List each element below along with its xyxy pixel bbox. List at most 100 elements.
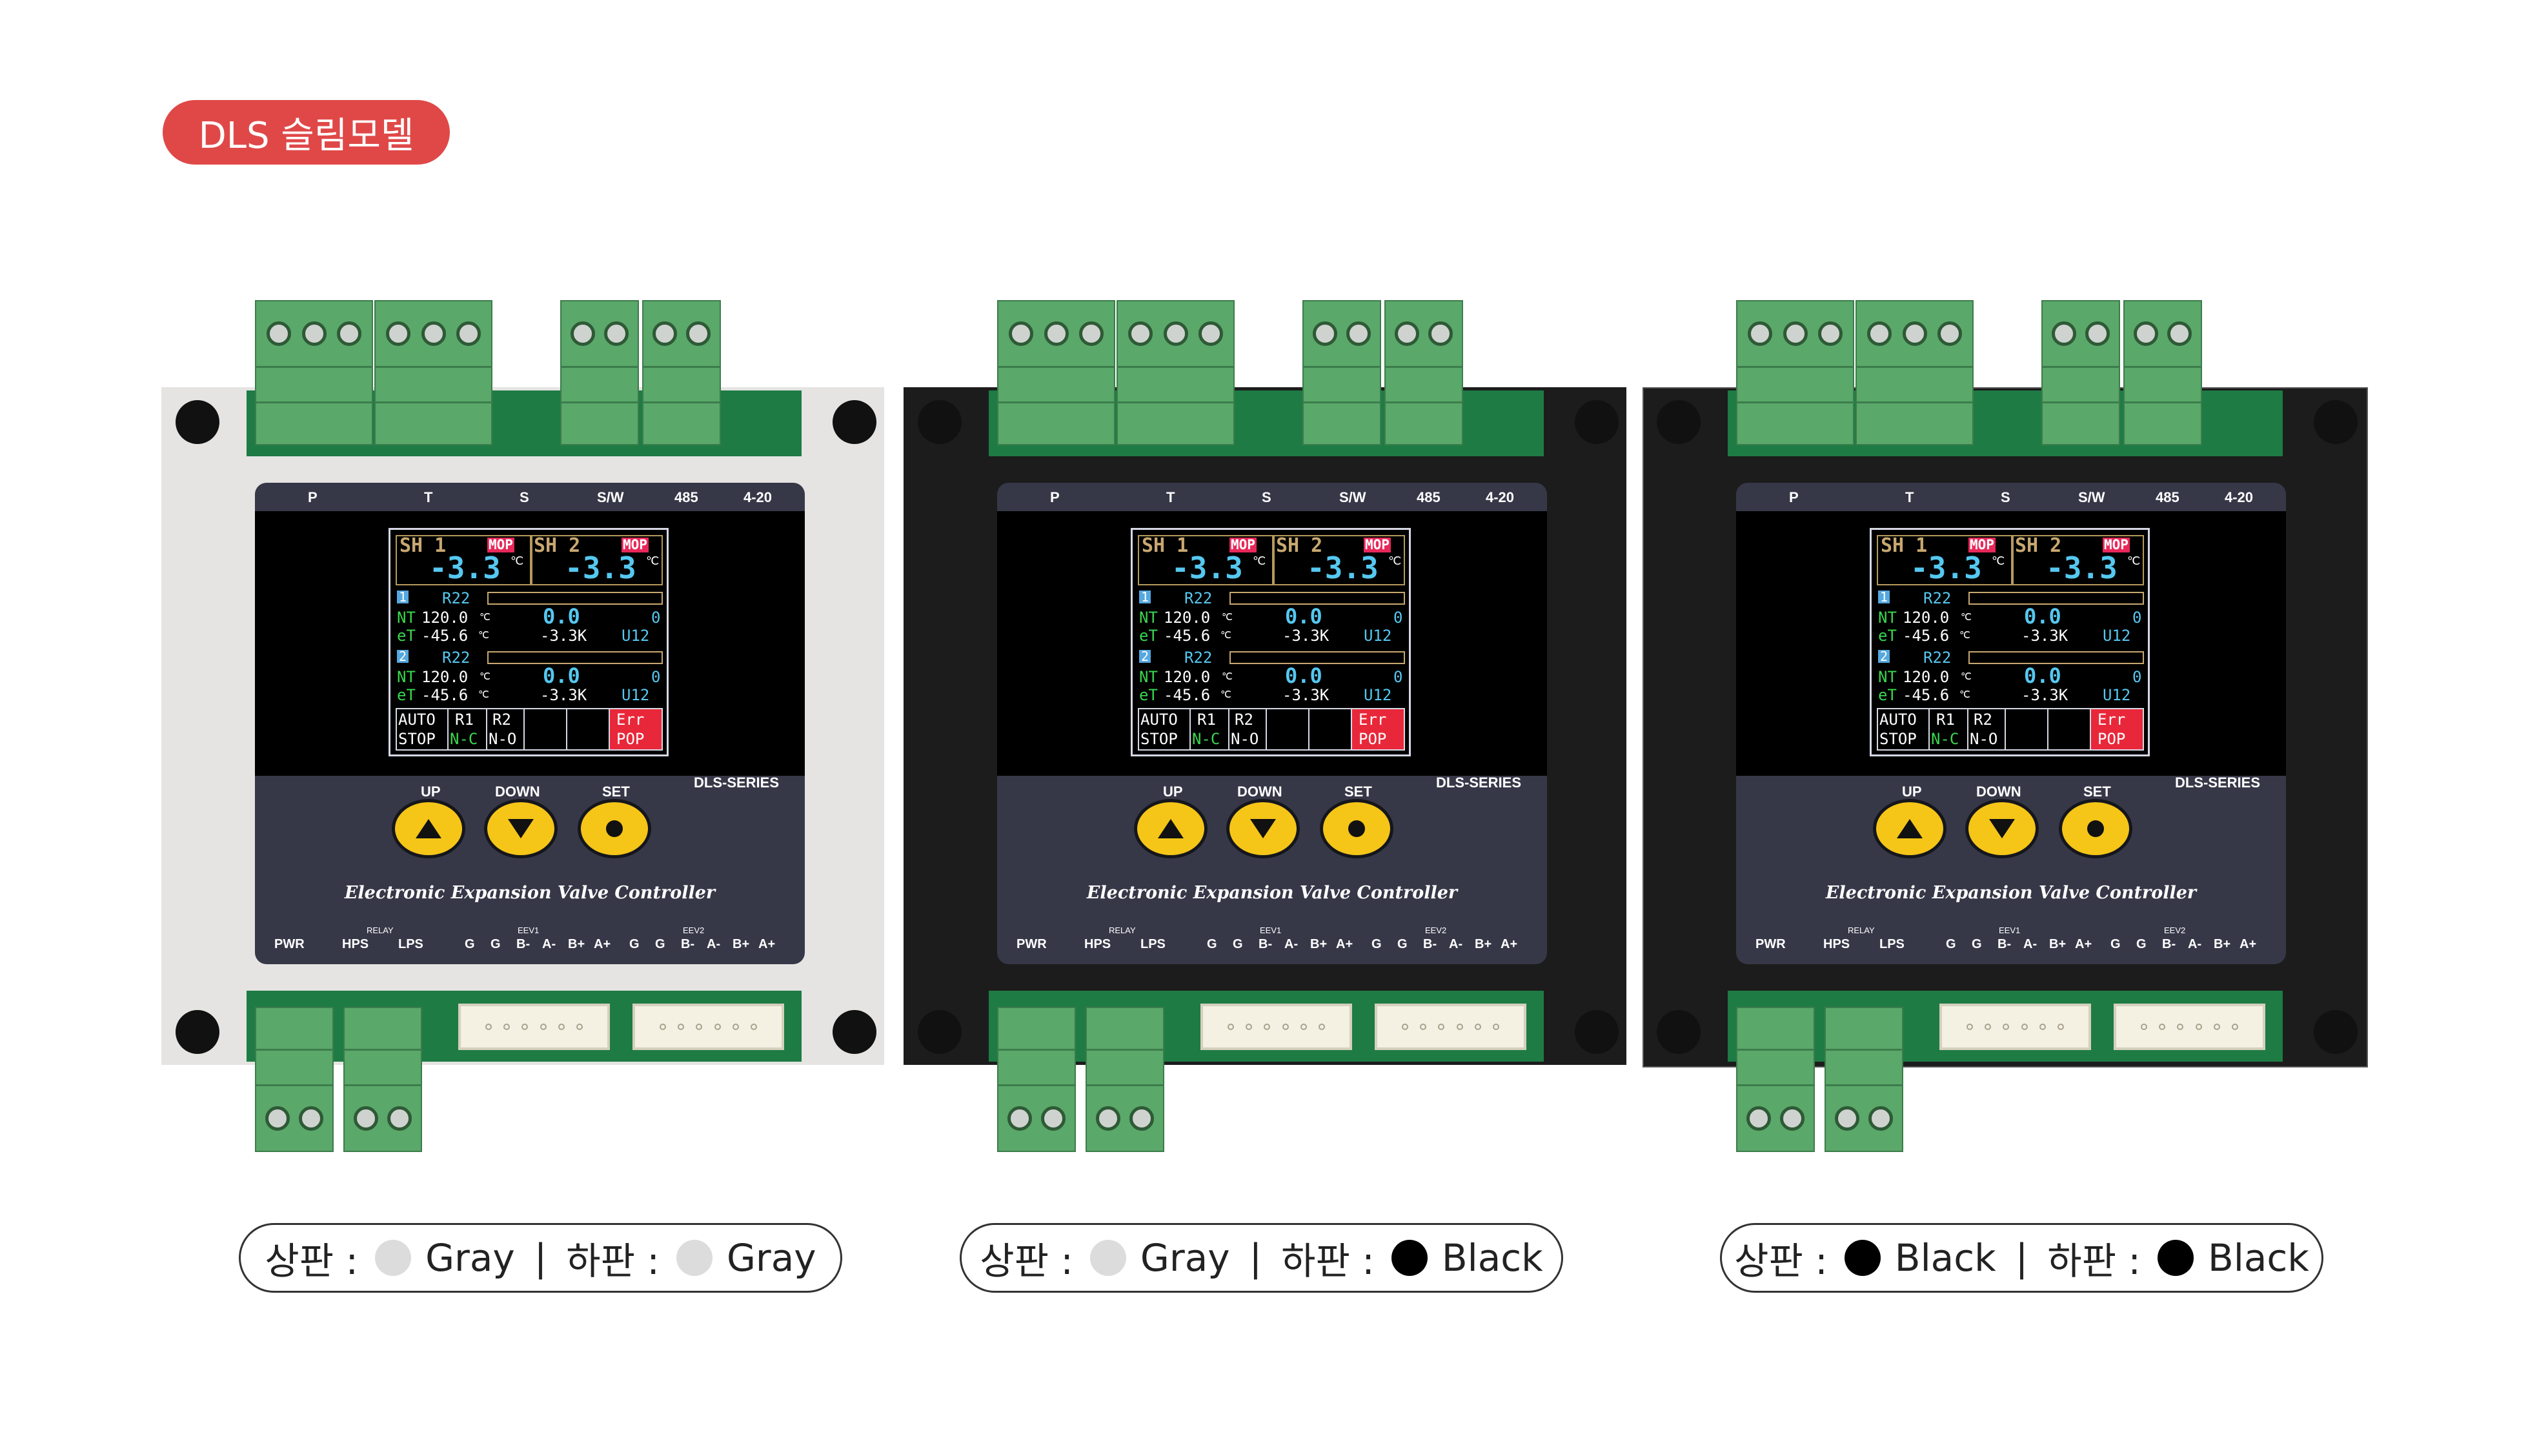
product-name: Electronic Expansion Valve Controller	[344, 883, 716, 903]
screw-icon	[2167, 321, 2192, 346]
pin-label: G	[1972, 937, 1982, 951]
screw-icon	[1428, 321, 1453, 346]
lcd-stop: STOP	[1879, 730, 1917, 748]
lcd-nc: N-C	[450, 730, 478, 748]
screw-icon	[1009, 321, 1034, 346]
lcd-mop-badge: MOP	[1968, 537, 1996, 552]
terminal-block-top	[1384, 300, 1463, 445]
lcd-r2: R2	[1235, 711, 1253, 729]
pin-label: A+	[1336, 937, 1353, 951]
lcd-zero-1: 0	[1393, 609, 1403, 627]
lcd-sh2: SH 2	[1276, 534, 1323, 557]
screw-icon	[387, 1106, 412, 1131]
upper-color-swatch	[1089, 1240, 1126, 1276]
port-label-sw: S/W	[1339, 489, 1366, 505]
color-option-caption: 상판 : Gray | 하판 : Black	[960, 1223, 1563, 1293]
lcd-et-2: eT	[1878, 686, 1897, 704]
port-label-p: P	[1789, 489, 1799, 505]
lcd-display: SH 1 MOP SH 2 MOP -3.3 ℃ -3.3 ℃ 1 R22 NT…	[1870, 528, 2150, 756]
screw-icon	[1746, 1106, 1771, 1131]
lcd-err: Err	[2098, 711, 2126, 729]
lcd-zero-1: 0	[651, 609, 661, 627]
upper-color-name: Gray	[1140, 1236, 1230, 1280]
lcd-nt-1: NT	[1139, 609, 1158, 627]
lcd-sh1-value: -3.3	[1171, 551, 1243, 585]
lcd-valve-1: 0.0	[2024, 604, 2061, 629]
lcd-sh1: SH 1	[1881, 534, 1928, 557]
port-labels: P T S S/W 485 4-20	[1736, 483, 2286, 511]
mount-hole	[1575, 400, 1619, 444]
lcd-sh1-value: -3.3	[1910, 551, 1982, 585]
hps-label: HPS	[1084, 937, 1111, 951]
lcd-r2: R2	[492, 711, 511, 729]
screw-icon	[1313, 321, 1337, 346]
lcd-r1: R1	[455, 711, 474, 729]
down-button[interactable]	[484, 799, 558, 858]
lcd-sh1-value: -3.3	[429, 551, 501, 585]
lcd-c-unit: ℃	[478, 629, 489, 641]
set-button[interactable]	[2059, 799, 2132, 858]
connector-eev1	[1939, 1004, 2091, 1050]
lcd-et-value-1: -45.6	[1164, 627, 1211, 645]
lcd-r1: R1	[1197, 711, 1216, 729]
pwr-label: PWR	[1755, 937, 1786, 951]
pin-label: B-	[516, 937, 531, 951]
lcd-valve-1: 0.0	[1285, 604, 1322, 629]
lower-case-label: 하판 :	[2047, 1239, 2141, 1283]
screw-icon	[1044, 321, 1069, 346]
lcd-u-1: U12	[2103, 627, 2131, 645]
screw-icon	[1937, 321, 1962, 346]
down-button[interactable]	[1965, 799, 2039, 858]
screw-icon	[1163, 321, 1188, 346]
color-option-caption: 상판 : Gray | 하판 : Gray	[239, 1223, 842, 1293]
down-button[interactable]	[1226, 799, 1300, 858]
lcd-c-unit: ℃	[1961, 611, 1972, 623]
lps-label: LPS	[1140, 937, 1166, 951]
pin-label: B-	[1423, 937, 1437, 951]
screw-icon	[1867, 321, 1892, 346]
series-label: DLS-SERIES	[1436, 774, 1522, 791]
screw-icon	[1007, 1106, 1032, 1131]
lcd-unit: ℃	[1388, 554, 1402, 568]
upper-case-label: 상판 :	[1734, 1239, 1828, 1283]
terminal-block-top	[2123, 300, 2202, 445]
screw-icon	[2134, 321, 2158, 346]
series-label: DLS-SERIES	[694, 774, 780, 791]
port-label-t: T	[424, 489, 433, 505]
lcd-ref-2: R22	[442, 649, 470, 667]
up-button[interactable]	[392, 799, 465, 858]
pin-label: G	[1397, 937, 1408, 951]
mount-hole	[918, 1010, 962, 1054]
pin-label: G	[655, 937, 665, 951]
lower-color-swatch	[1391, 1240, 1428, 1276]
pin-label: B-	[1259, 937, 1273, 951]
lcd-nt-2: NT	[1878, 668, 1897, 686]
lcd-valve-2: 0.0	[2024, 663, 2061, 688]
lcd-valve-2: 0.0	[1285, 663, 1322, 688]
lcd-ref-1: R22	[1184, 589, 1213, 607]
lcd-channel-1: 1	[1139, 591, 1151, 603]
port-label-p: P	[308, 489, 318, 505]
set-button[interactable]	[1320, 799, 1393, 858]
screw-icon	[1078, 321, 1104, 346]
mount-hole	[833, 400, 876, 444]
terminal-block-top	[2041, 300, 2120, 445]
up-button[interactable]	[1134, 799, 1208, 858]
port-labels: P T S S/W 485 4-20	[255, 483, 805, 511]
down-label: DOWN	[1976, 784, 2021, 800]
lcd-et-value-1: -45.6	[421, 627, 469, 645]
pin-label: G	[1207, 937, 1217, 951]
up-button[interactable]	[1873, 799, 1946, 858]
port-label-t: T	[1166, 489, 1175, 505]
lcd-c-unit: ℃	[480, 671, 490, 682]
set-button[interactable]	[578, 799, 651, 858]
separator: |	[2015, 1236, 2028, 1280]
terminal-block-bottom	[343, 1007, 422, 1152]
port-label-s: S	[2001, 489, 2010, 505]
lcd-mop-badge: MOP	[622, 537, 649, 552]
screw-icon	[1129, 1106, 1154, 1131]
lcd-c-unit: ℃	[1222, 671, 1233, 682]
pin-label: A-	[542, 937, 556, 951]
lcd-nt-value-2: 120.0	[421, 668, 469, 686]
pin-label: G	[490, 937, 501, 951]
